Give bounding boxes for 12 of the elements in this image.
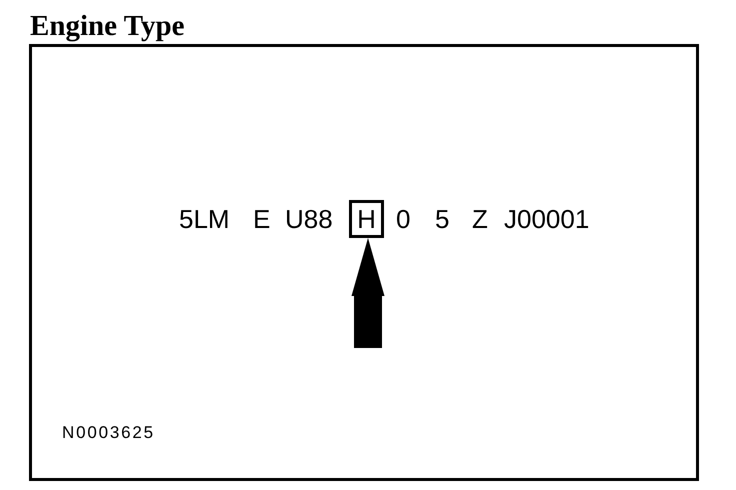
highlighted-code: H (349, 200, 384, 238)
code-label: 0 (396, 206, 410, 232)
diagram-title: Engine Type (30, 12, 184, 41)
figure-frame (29, 44, 699, 481)
figure-number: N0003625 (62, 424, 155, 441)
code-label: J00001 (504, 206, 590, 232)
code-label: 5LM (179, 206, 230, 232)
pointer-arrow (352, 238, 384, 348)
code-label: E (253, 206, 270, 232)
code-label: U88 (285, 206, 333, 232)
code-label: 5 (435, 206, 450, 232)
code-label: Z (472, 206, 488, 232)
